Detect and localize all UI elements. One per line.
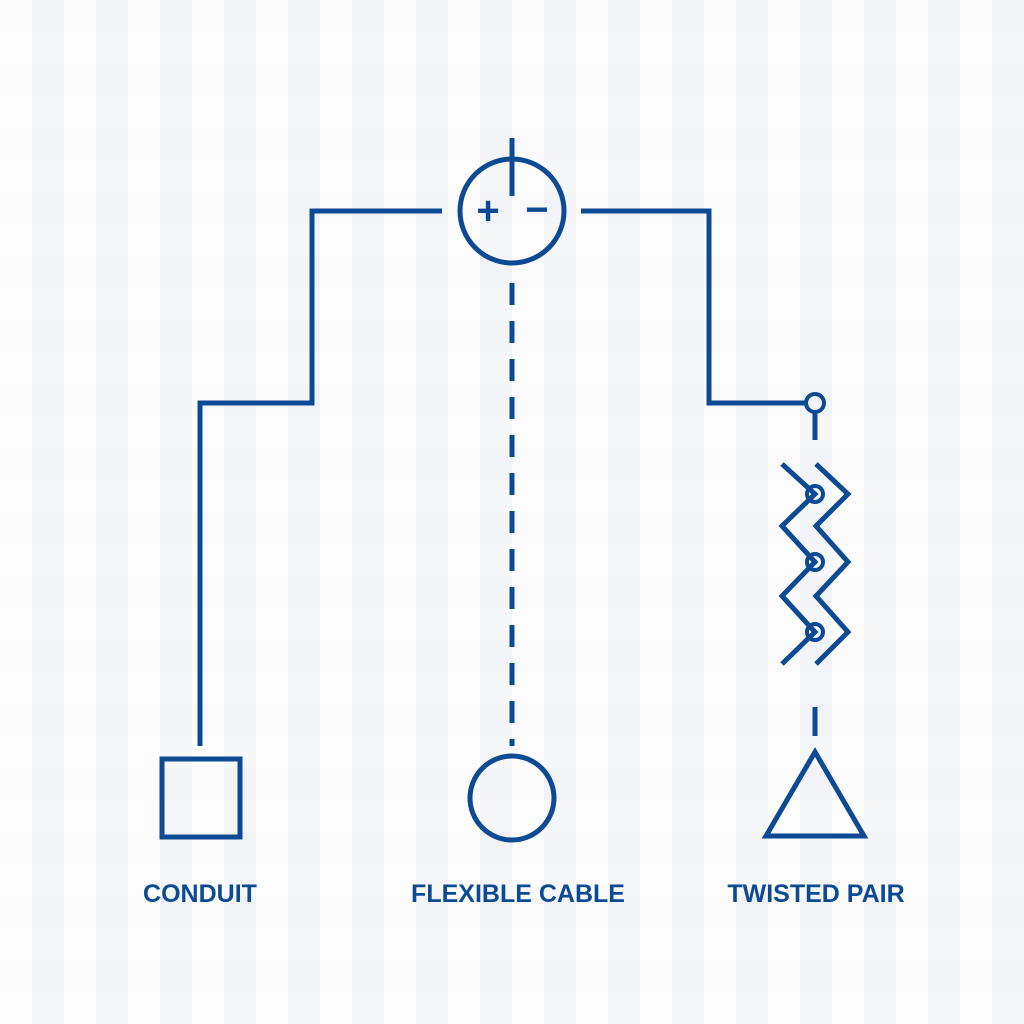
circle-terminal-icon [467, 753, 557, 843]
twisted-pair-label: TWISTED PAIR [727, 880, 905, 908]
minus-sign: − [525, 188, 548, 232]
conduit-wire [197, 208, 442, 746]
twisted-pair-icon [778, 462, 852, 666]
conduit-label: CONDUIT [143, 880, 257, 908]
plus-sign: + [476, 189, 499, 233]
triangle-terminal-icon [761, 747, 869, 839]
twisted-pair-wire [581, 208, 806, 406]
flexible-cable-label: FLEXIBLE CABLE [411, 880, 625, 908]
battery-source-icon: + − [457, 138, 567, 266]
square-terminal-icon [159, 756, 243, 840]
twisted-pair-node [804, 392, 826, 414]
